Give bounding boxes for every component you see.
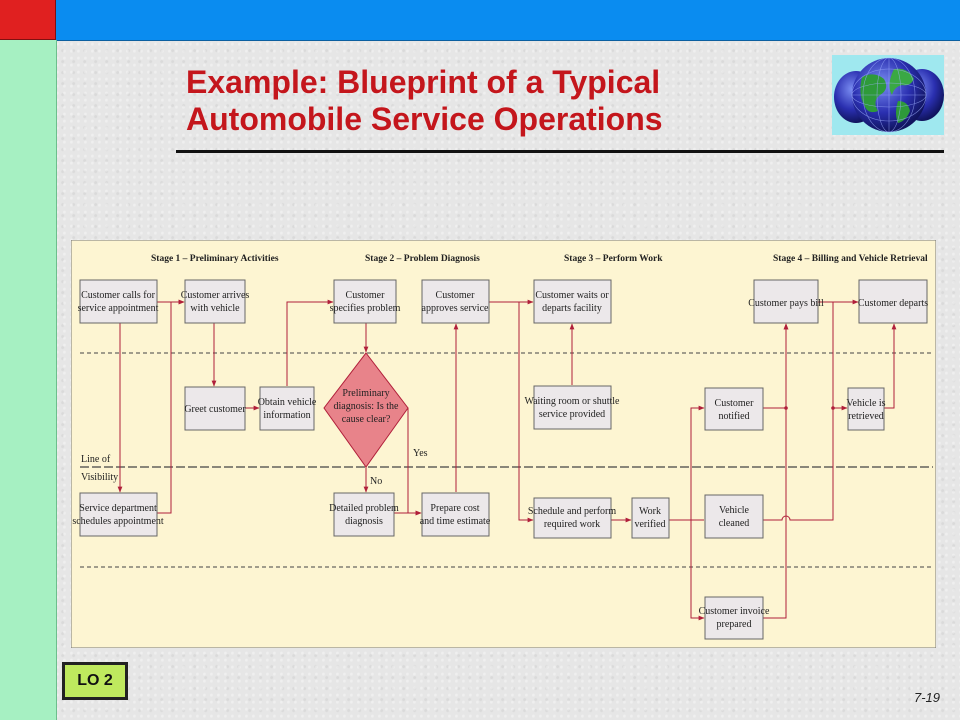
svg-text:Customer: Customer xyxy=(346,290,386,301)
corner-accent-box xyxy=(0,0,56,40)
svg-text:Greet customer: Greet customer xyxy=(184,404,246,415)
svg-text:information: information xyxy=(263,410,310,421)
svg-text:Customer arrives: Customer arrives xyxy=(181,290,250,301)
svg-text:Work: Work xyxy=(639,506,661,517)
svg-text:Customer: Customer xyxy=(436,290,476,301)
svg-text:Customer calls for: Customer calls for xyxy=(81,290,156,301)
svg-text:Obtain vehicle: Obtain vehicle xyxy=(258,397,317,408)
globe-icon xyxy=(832,55,944,135)
learning-objective-badge: LO 2 xyxy=(62,662,128,700)
svg-text:approves service: approves service xyxy=(422,303,489,314)
svg-text:Customer departs: Customer departs xyxy=(858,298,928,309)
node-service-dept-schedules: Service department schedules appointment xyxy=(72,492,164,537)
svg-text:service appointment: service appointment xyxy=(78,303,159,314)
svg-text:notified: notified xyxy=(718,411,749,422)
svg-text:Detailed problem: Detailed problem xyxy=(329,503,399,514)
svg-text:Service department: Service department xyxy=(79,503,157,514)
svg-text:Waiting room or shuttle: Waiting room or shuttle xyxy=(524,396,620,407)
node-work-verified: Work verified xyxy=(631,497,670,539)
flow-arrows xyxy=(117,299,897,621)
node-customer-specifies: Customer specifies problem xyxy=(330,279,401,324)
node-vehicle-cleaned: Vehicle cleaned xyxy=(704,494,764,539)
decision-yes-label: Yes xyxy=(413,448,428,459)
svg-text:diagnosis: diagnosis xyxy=(345,516,383,527)
node-greet-customer: Greet customer xyxy=(184,386,246,431)
svg-text:Customer: Customer xyxy=(715,398,755,409)
node-customer-approves: Customer approves service xyxy=(421,279,490,324)
stage-2-label: Stage 2 – Problem Diagnosis xyxy=(365,254,480,264)
stage-4-label: Stage 4 – Billing and Vehicle Retrieval xyxy=(773,254,928,264)
svg-text:prepared: prepared xyxy=(717,619,752,630)
node-prepare-estimate: Prepare cost and time estimate xyxy=(420,492,491,537)
left-color-bar xyxy=(0,40,57,720)
svg-text:cleaned: cleaned xyxy=(719,518,750,529)
svg-text:Customer invoice: Customer invoice xyxy=(699,606,770,617)
svg-text:retrieved: retrieved xyxy=(848,411,884,422)
svg-text:service provided: service provided xyxy=(539,409,605,420)
stage-3-label: Stage 3 – Perform Work xyxy=(564,254,663,264)
svg-text:verified: verified xyxy=(634,519,665,530)
node-obtain-vehicle-info: Obtain vehicle information xyxy=(258,386,317,431)
node-customer-pays: Customer pays bill xyxy=(748,279,824,324)
line-of-visibility-label-2: Visibility xyxy=(81,472,118,483)
slide-title: Example: Blueprint of a Typical Automobi… xyxy=(186,64,806,138)
decision-no-label: No xyxy=(370,476,382,487)
svg-text:and time estimate: and time estimate xyxy=(420,516,491,527)
node-customer-invoice: Customer invoice prepared xyxy=(699,596,770,640)
svg-text:required work: required work xyxy=(544,519,600,530)
node-customer-calls: Customer calls for service appointment xyxy=(78,279,159,324)
node-customer-arrives: Customer arrives with vehicle xyxy=(181,279,250,324)
svg-text:departs facility: departs facility xyxy=(542,303,602,314)
svg-text:Customer waits or: Customer waits or xyxy=(535,290,609,301)
node-customer-departs: Customer departs xyxy=(858,279,928,324)
title-line-2: Automobile Service Operations xyxy=(186,101,663,137)
svg-text:specifies problem: specifies problem xyxy=(330,303,401,314)
line-of-visibility-label-1: Line of xyxy=(81,454,111,465)
title-line-1: Example: Blueprint of a Typical xyxy=(186,64,661,100)
node-waiting-room: Waiting room or shuttle service provided xyxy=(524,385,620,430)
svg-text:Vehicle is: Vehicle is xyxy=(846,398,885,409)
node-schedule-perform-work: Schedule and perform required work xyxy=(528,497,617,539)
svg-text:schedules appointment: schedules appointment xyxy=(72,516,164,527)
svg-text:cause clear?: cause clear? xyxy=(342,414,391,425)
service-blueprint-diagram: Stage 1 – Preliminary Activities Stage 2… xyxy=(70,239,937,649)
node-detailed-diagnosis: Detailed problem diagnosis xyxy=(329,492,399,537)
node-preliminary-diagnosis-diamond: Preliminary diagnosis: Is the cause clea… xyxy=(323,352,409,468)
svg-text:Prepare cost: Prepare cost xyxy=(430,503,479,514)
page-number: 7-19 xyxy=(913,690,940,705)
svg-text:Vehicle: Vehicle xyxy=(719,505,750,516)
stage-1-label: Stage 1 – Preliminary Activities xyxy=(151,254,279,264)
node-vehicle-retrieved: Vehicle is retrieved xyxy=(846,387,886,431)
top-color-bar xyxy=(0,0,960,41)
node-customer-waits: Customer waits or departs facility xyxy=(533,279,612,324)
svg-text:with vehicle: with vehicle xyxy=(190,303,240,314)
svg-text:diagnosis: Is the: diagnosis: Is the xyxy=(334,401,400,412)
svg-text:Schedule and perform: Schedule and perform xyxy=(528,506,617,517)
svg-text:Preliminary: Preliminary xyxy=(342,388,389,399)
title-underline xyxy=(176,150,944,153)
node-customer-notified: Customer notified xyxy=(704,387,764,431)
svg-text:Customer pays bill: Customer pays bill xyxy=(748,298,824,309)
